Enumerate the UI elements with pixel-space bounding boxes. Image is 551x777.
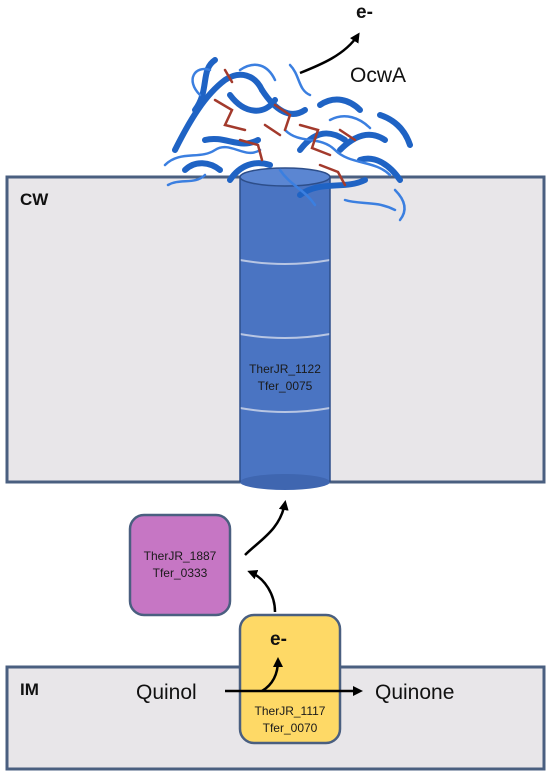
inner-membrane-label: IM bbox=[20, 680, 39, 699]
ocwa-label: OcwA bbox=[350, 64, 406, 87]
cytochrome-label-line1: TherJR_1887 bbox=[144, 549, 217, 563]
electron-release-arrow bbox=[261, 657, 283, 693]
cytochrome-to-porin-arrow bbox=[244, 500, 289, 556]
quinol-label: Quinol bbox=[136, 681, 197, 704]
oxidase-label-line2: Tfer_0070 bbox=[263, 721, 318, 735]
ocwa-protein-structure bbox=[163, 57, 413, 222]
porin-label-line1: TherJR_1122 bbox=[249, 362, 321, 376]
quinone-label: Quinone bbox=[375, 681, 454, 704]
cytochrome-box bbox=[128, 513, 232, 617]
oxidase-label-line1: TherJR_1117 bbox=[255, 704, 326, 718]
oxidase-to-cytochrome-arrow bbox=[247, 569, 277, 613]
oxidase-electron-label: e- bbox=[270, 629, 287, 650]
cytochrome-label-line2: Tfer_0333 bbox=[153, 566, 208, 580]
porin-label-line2: Tfer_0075 bbox=[258, 379, 313, 393]
quinol-oxidase-box bbox=[238, 613, 342, 745]
porin-cylinder bbox=[239, 167, 331, 490]
cell-wall-label: CW bbox=[20, 190, 49, 209]
ocwa-electron-label: e- bbox=[356, 2, 373, 23]
ocwa-electron-arrow bbox=[299, 32, 360, 75]
